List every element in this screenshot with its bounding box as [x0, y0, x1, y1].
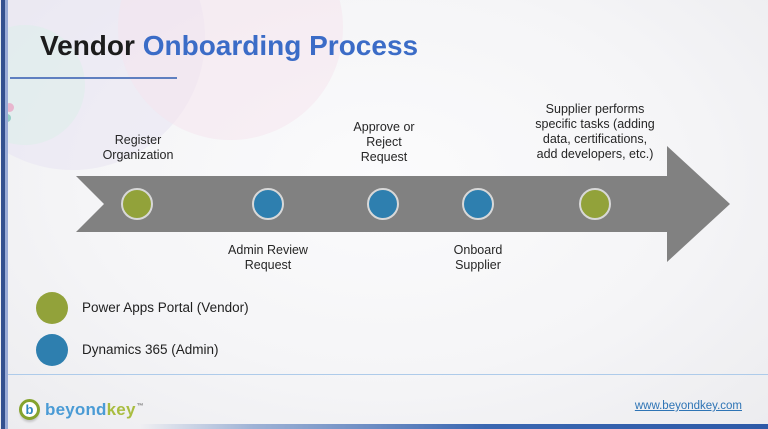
- website-link[interactable]: www.beyondkey.com: [634, 400, 742, 412]
- decorative-dot-pink: [5, 103, 14, 112]
- step-circle-admin-review-request: [252, 188, 284, 220]
- legend-swatch-admin: [36, 334, 68, 366]
- step-circle-register-organization: [121, 188, 153, 220]
- legend-label-admin: Dynamics 365 (Admin): [82, 342, 219, 357]
- wordmark-beyond: beyond: [45, 399, 107, 419]
- beyondkey-logo-icon: b: [19, 399, 40, 420]
- step-label-supplier-tasks: Supplier performs specific tasks (adding…: [535, 102, 655, 161]
- beyondkey-wordmark: beyondkey™: [45, 400, 144, 420]
- page-title: Vendor Onboarding Process: [40, 30, 418, 62]
- beyondkey-logo: b beyondkey™: [19, 399, 144, 420]
- legend-label-vendor: Power Apps Portal (Vendor): [82, 300, 249, 315]
- step-label-register-organization: Register Organization: [102, 133, 174, 162]
- step-label-onboard-supplier: Onboard Supplier: [453, 243, 503, 272]
- step-label-approve-reject-request: Approve or Reject Request: [353, 120, 415, 164]
- left-accent-bar-light: [5, 0, 8, 429]
- step-circle-supplier-tasks: [579, 188, 611, 220]
- process-arrow-shape: [76, 146, 730, 262]
- wordmark-key: key: [106, 399, 136, 419]
- step-label-admin-review-request: Admin Review Request: [228, 243, 308, 272]
- title-text-onboarding-process: Onboarding Process: [142, 30, 419, 61]
- left-accent-bar-dark: [1, 0, 5, 429]
- title-text-vendor: Vendor: [40, 30, 143, 61]
- step-circle-approve-reject-request: [367, 188, 399, 220]
- trademark-symbol: ™: [136, 402, 144, 410]
- legend-swatch-vendor: [36, 292, 68, 324]
- step-circle-onboard-supplier: [462, 188, 494, 220]
- bottom-accent-bar: [140, 424, 768, 429]
- title-underline: [10, 77, 177, 79]
- footer-divider: [8, 374, 768, 375]
